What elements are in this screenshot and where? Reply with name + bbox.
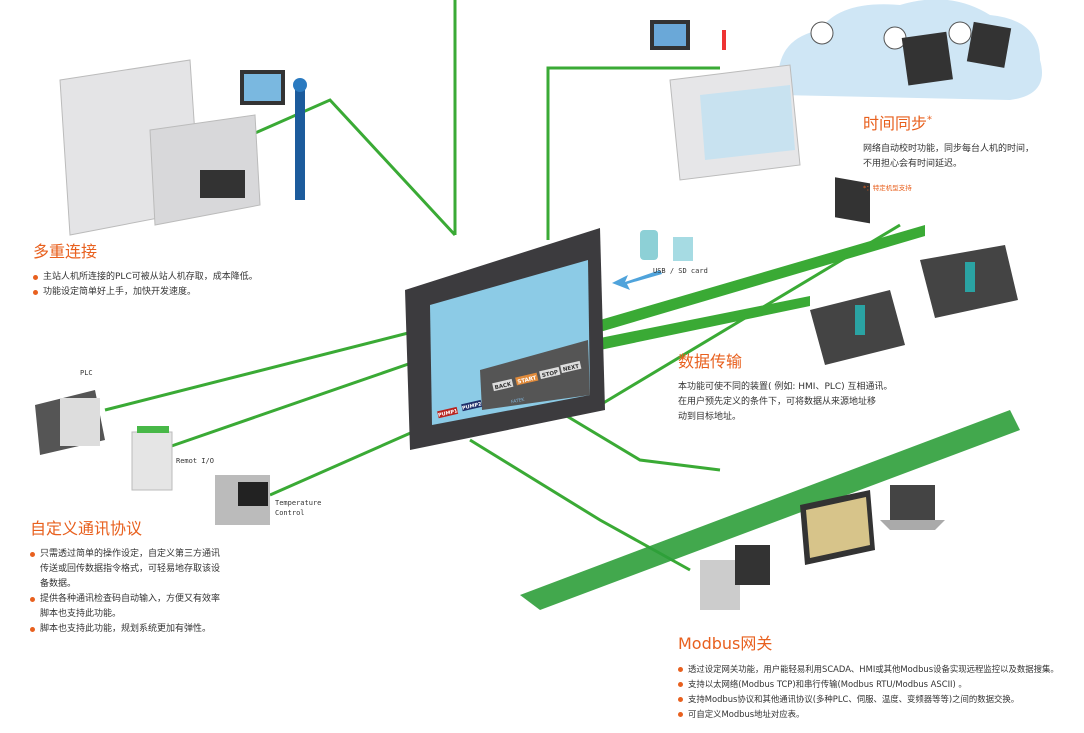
section-title: 自定义通讯协议	[30, 519, 143, 538]
ethernet-band	[520, 410, 1020, 610]
bullet: 提供各种通讯检查码自动输入，方便又有效率脚本也支持此功能。	[30, 592, 220, 622]
section-custom-protocol: 自定义通讯协议 只需透过简单的操作设定，自定义第三方通讯传送或回传数据指令格式，…	[30, 515, 220, 637]
machine-left	[59, 59, 307, 236]
hmi-back-label: BACK	[494, 382, 512, 392]
cloud-devices	[810, 21, 1012, 224]
text-line: 不用担心会有时间延迟。	[863, 159, 963, 169]
hmi-panel: BACK START STOP NEXT PUMP1 PUMP2	[405, 228, 605, 450]
section-title: Modbus网关	[678, 634, 773, 653]
text-line: 网络自动校时功能，同步每台人机的时间，	[863, 144, 1035, 154]
temperature-controller	[215, 475, 270, 525]
arrow-icon	[612, 270, 662, 290]
remote-io	[131, 426, 173, 491]
text-line: 本功能可使不同的装置( 例如: HMI、PLC) 互相通讯。	[678, 382, 893, 392]
machine-top	[650, 20, 801, 181]
hmi-stop-label: STOP	[541, 370, 558, 380]
hmi-start-label: START	[517, 375, 537, 385]
remote-io-label: Remot I/O	[176, 457, 214, 465]
hmi-next-button	[560, 360, 582, 374]
clock-icon	[948, 21, 972, 45]
usb-sd-label: USB / SD card	[653, 267, 708, 275]
sd-card-icon	[673, 237, 693, 261]
plc-rack	[35, 390, 105, 455]
hmi-next-label: NEXT	[562, 364, 580, 374]
data-streams	[600, 225, 925, 350]
temperature-label: Temperature Control	[275, 499, 322, 517]
bullet: 支持Modbus协议和其他通讯协议(多种PLC、伺服、温度、变频器等等)之间的数…	[678, 692, 1084, 707]
plc-label: PLC	[80, 369, 93, 377]
footnote: *：特定机型支持	[863, 184, 912, 192]
section-title: 数据传输	[678, 352, 743, 371]
bullet: 支持以太网络(Modbus TCP)和串行传输(Modbus RTU/Modbu…	[678, 677, 1084, 692]
bullet: 只需透过简单的操作设定，自定义第三方通讯传送或回传数据指令格式，可轻易地存取该设…	[30, 547, 220, 592]
bullet: 可自定义Modbus地址对应表。	[678, 707, 1084, 722]
section-data-transfer: 数据传输 本功能可使不同的装置( 例如: HMI、PLC) 互相通讯。 在用户预…	[678, 348, 893, 425]
section-title: 时间同步	[863, 114, 928, 133]
hmi-stop-button	[539, 366, 561, 380]
section-multi-connect: 多重连接 主站人机所连接的PLC可被从站人机存取，成本降低。 功能设定简单好上手…	[33, 238, 258, 300]
hmi-brand-logo: FATEK	[511, 396, 526, 405]
usb-icon	[640, 230, 658, 260]
hmi-start-button	[515, 372, 539, 386]
bullet: 透过设定网关功能，用户能轻易利用SCADA、HMI或其他Modbus设备实现远程…	[678, 662, 1084, 677]
section-title: 多重连接	[33, 242, 98, 261]
section-time-sync: 时间同步* 网络自动校时功能，同步每台人机的时间， 不用担心会有时间延迟。 *：…	[863, 110, 1034, 192]
text-line: 动到目标地址。	[678, 412, 742, 422]
pump2-label: PUMP2	[462, 401, 483, 411]
hmi-pumps: PUMP1 PUMP2	[437, 399, 483, 419]
pump1-label: PUMP1	[438, 408, 459, 418]
modbus-devices	[700, 485, 945, 610]
text-line: 在用户预先定义的条件下，可将数据从来源地址移	[678, 397, 877, 407]
clock-icon	[810, 21, 834, 45]
hmi-buttons: BACK START STOP NEXT	[492, 360, 582, 392]
bullet: 功能设定简单好上手，加快开发速度。	[33, 285, 258, 300]
hmi-back-button	[492, 378, 514, 392]
plc-modules-right	[810, 245, 1018, 365]
bullet: 主站人机所连接的PLC可被从站人机存取，成本降低。	[33, 270, 258, 285]
asterisk: *	[927, 114, 933, 126]
bullet: 脚本也支持此功能，规划系统更加有弹性。	[30, 622, 220, 637]
section-modbus-gateway: Modbus网关 透过设定网关功能，用户能轻易利用SCADA、HMI或其他Mod…	[678, 630, 1084, 722]
